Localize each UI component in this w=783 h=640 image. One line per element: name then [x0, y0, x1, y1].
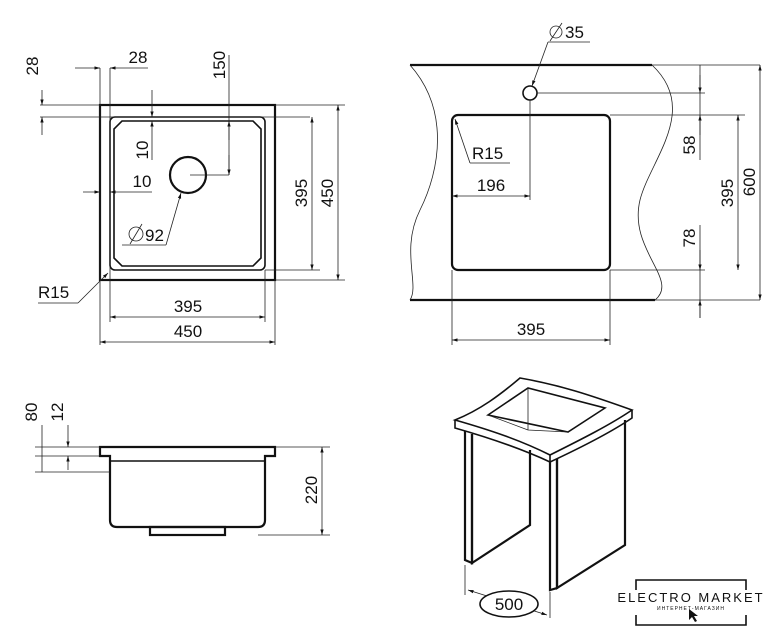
dim-depth: 220 [302, 476, 321, 504]
tap-hole [522, 85, 538, 101]
cursor-icon [689, 609, 698, 622]
cabinet-left-side [470, 434, 532, 566]
dim-top-rim-height: 28 [23, 57, 42, 76]
dim-inner-width: 395 [174, 297, 202, 316]
dim-top-gap: 58 [680, 136, 699, 155]
countertop-break-left [409, 64, 438, 301]
sink-inner-walls [487, 388, 569, 433]
dim-hole-offset: 196 [477, 176, 505, 195]
sink-side-view: 80 12 220 [22, 403, 330, 537]
dim-inner-gap-vertical: 10 [133, 141, 152, 160]
dim-total-rim: 80 [22, 403, 41, 422]
dim-cabinet-width: 500 [495, 595, 523, 614]
dim-side-rim-width: 28 [129, 48, 148, 67]
bowl-inner-outline [113, 120, 262, 267]
dim-outer-width: 450 [174, 322, 202, 341]
dim-rim-thickness: 12 [48, 403, 67, 422]
dim-outer-height: 450 [318, 179, 337, 207]
dim-drain-diameter: 92 [145, 226, 164, 245]
countertop-break-right [637, 64, 673, 301]
dim-cutout-corner-radius: R15 [472, 144, 503, 163]
sink-top-view: 28 28 150 10 10 92 395 450 R15 395 [23, 48, 345, 345]
dim-drain-offset: 150 [210, 51, 229, 79]
dim-inner-gap-horizontal: 10 [133, 172, 152, 191]
logo-title: ELECTRO MARKET [617, 590, 764, 605]
sink-opening [485, 387, 607, 433]
countertop-edge [454, 410, 633, 464]
dimension-badge [479, 590, 539, 618]
dim-inner-height: 395 [292, 179, 311, 207]
countertop-cutout-view: 35 R15 196 58 78 395 600 395 [409, 22, 762, 345]
countertop-top [452, 377, 634, 456]
dim-counter-depth: 600 [740, 168, 759, 196]
dim-cutout-width: 395 [517, 320, 545, 339]
cabinet-3d-view: 500 [452, 377, 634, 618]
dim-corner-radius: R15 [38, 283, 69, 302]
cutout-outline [450, 113, 612, 272]
logo-subtitle: ИНТЕРНЕТ-МАГАЗИН [657, 606, 725, 612]
cabinet-right-side [555, 420, 627, 590]
sink-profile [98, 445, 277, 529]
dim-cutout-height: 395 [718, 179, 737, 207]
dim-tap-hole-diameter: 35 [565, 23, 584, 42]
drain-outlet [148, 525, 227, 537]
dim-bottom-gap: 78 [680, 229, 699, 248]
electro-market-logo: ELECTRO MARKET ИНТЕРНЕТ-МАГАЗИН [617, 579, 764, 626]
